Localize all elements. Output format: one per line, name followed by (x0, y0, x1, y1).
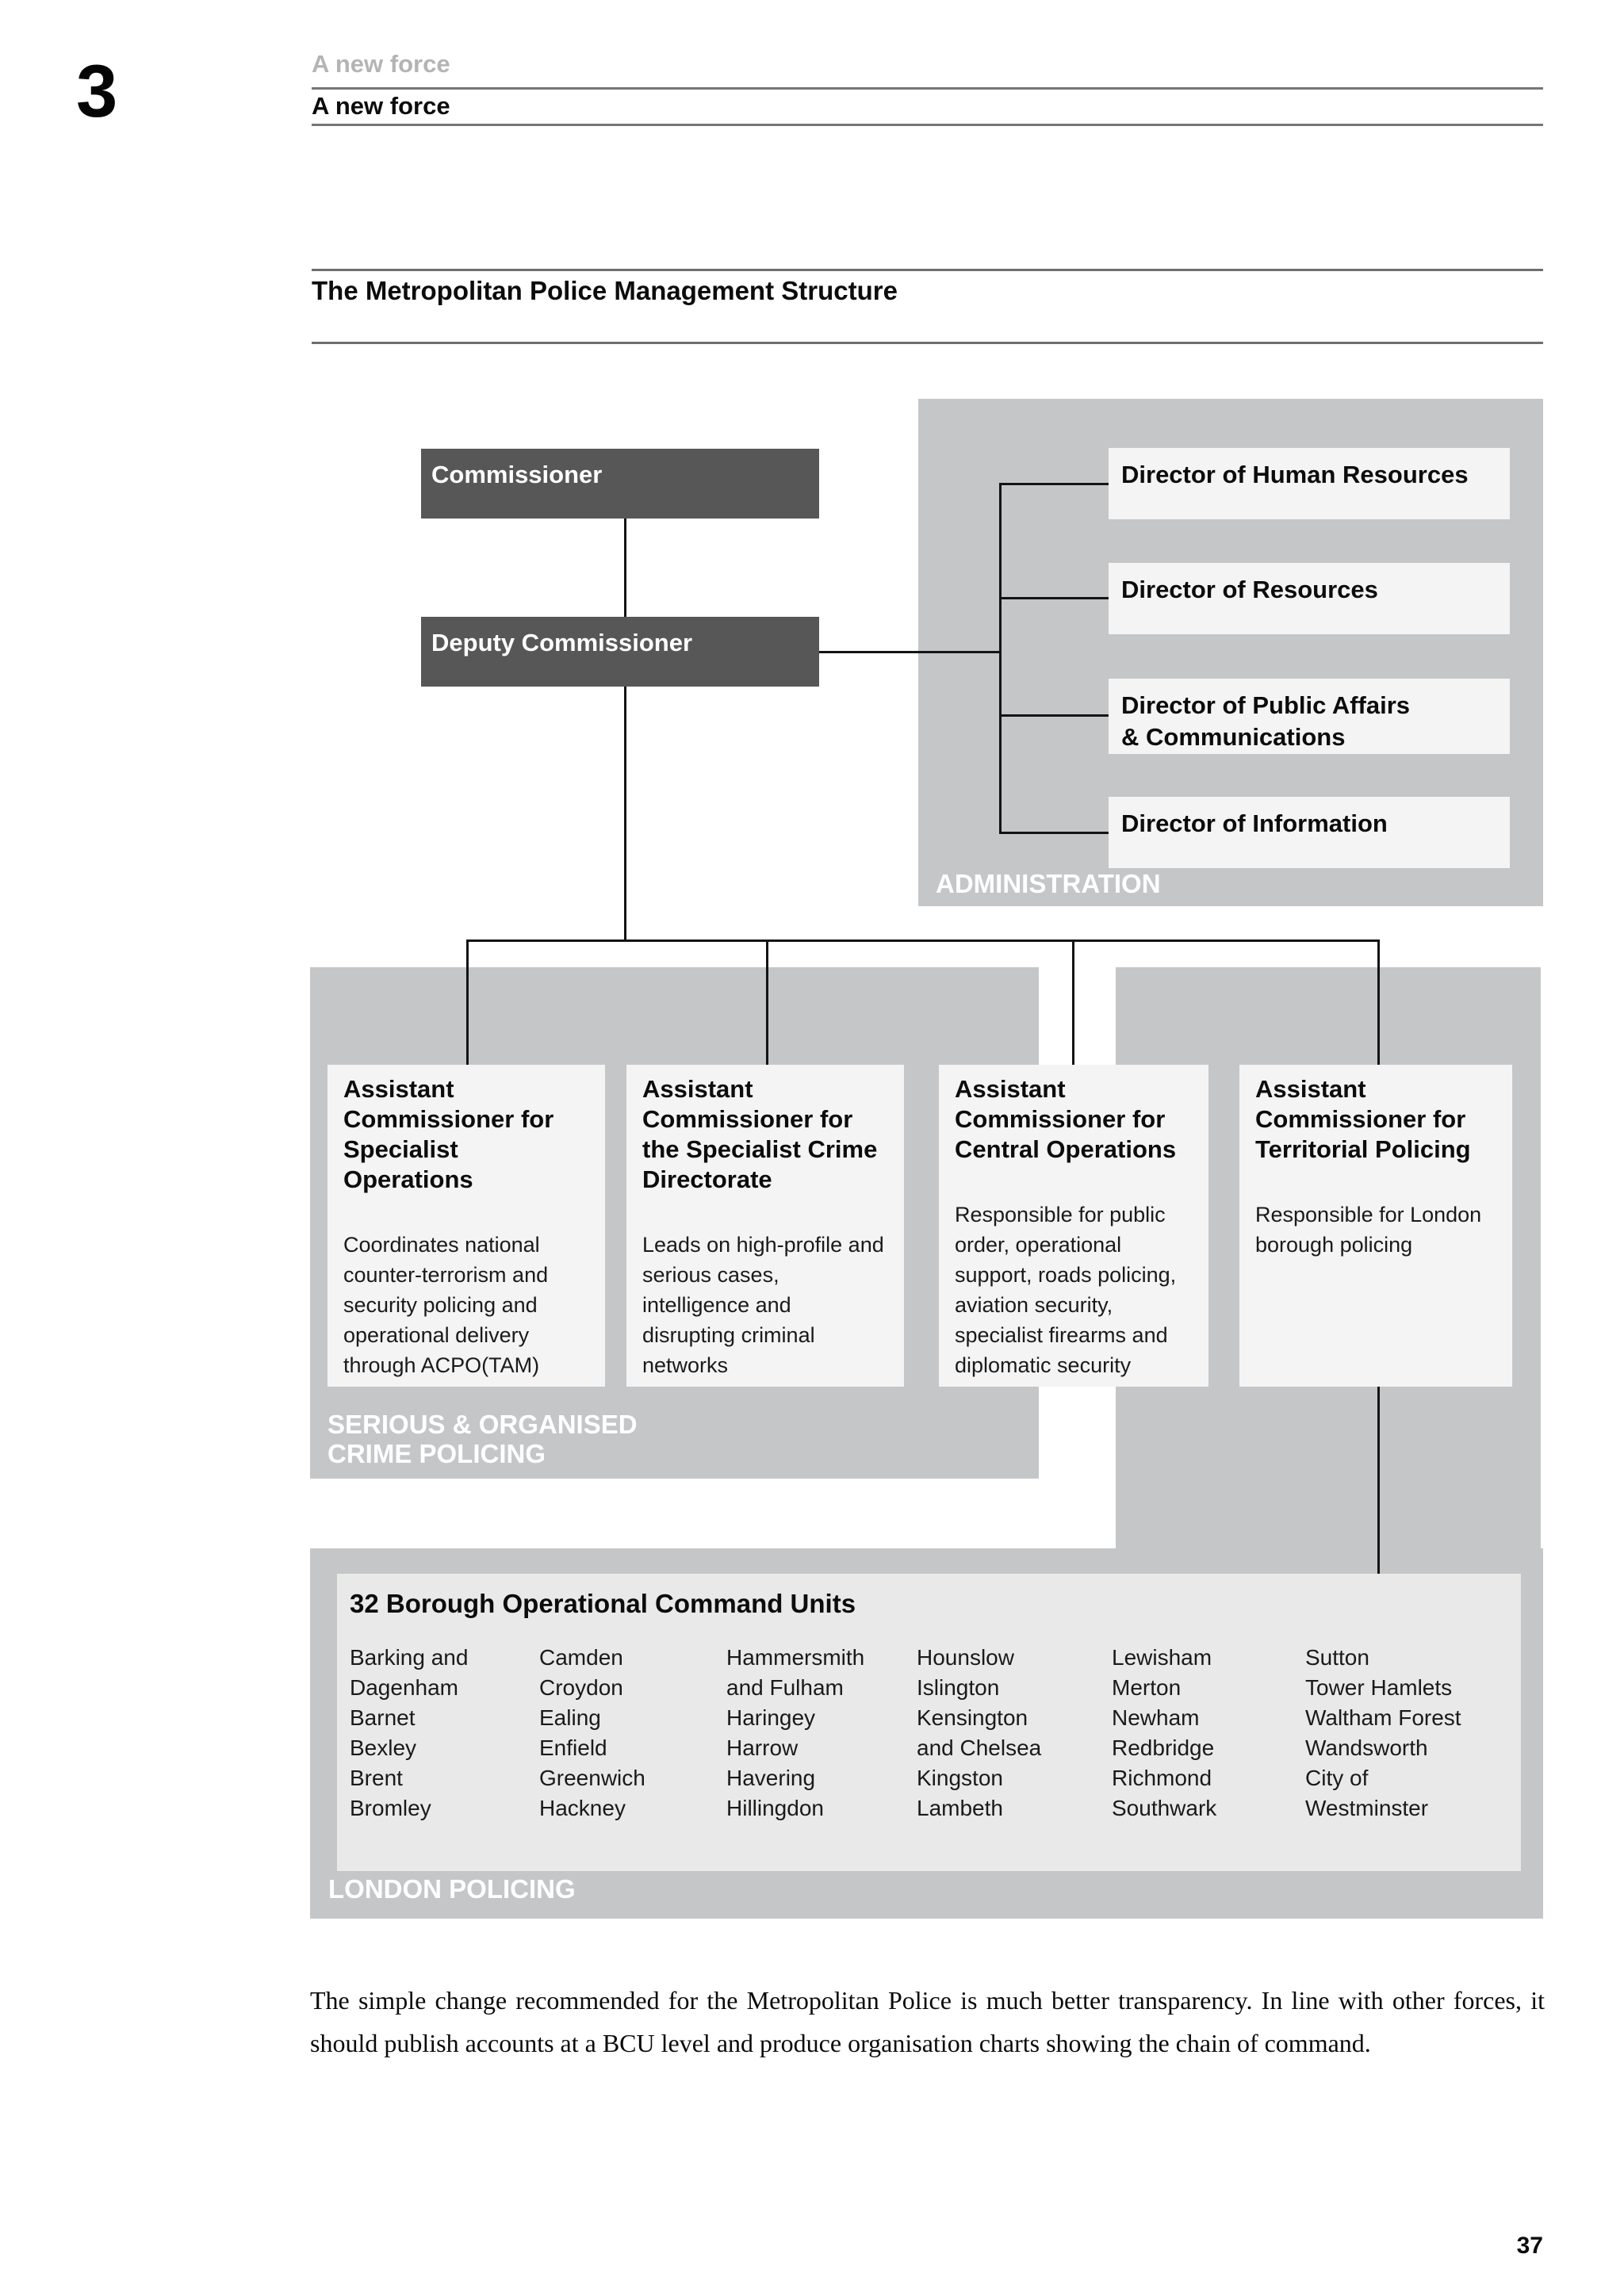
connector-ac4-boroughs (1377, 1387, 1380, 1574)
node-description: Responsible for London borough policing (1255, 1203, 1482, 1257)
connector-branch-horizontal (466, 939, 1380, 942)
node-description: Leads on high-profile and serious cases,… (642, 1233, 884, 1377)
borough-column-3: Hammersmith and Fulham Haringey Harrow H… (726, 1645, 865, 1820)
node-title: Assistant Commissioner for Specialist Op… (343, 1075, 554, 1193)
connector-drop-ac4 (1377, 939, 1380, 1065)
borough-column-4: Hounslow Islington Kensington and Chelse… (917, 1645, 1042, 1820)
running-header-light: A new force (312, 50, 450, 78)
node-director-resources: Director of Resources (1109, 563, 1510, 634)
connector-deputy-administration (819, 651, 1002, 653)
node-director-public-affairs: Director of Public Affairs & Communicati… (1109, 679, 1510, 754)
node-title: Assistant Commissioner for Central Opera… (955, 1075, 1177, 1163)
node-title: Assistant Commissioner for the Specialis… (642, 1075, 878, 1193)
title-rule-bottom (312, 342, 1543, 344)
london-policing-group-label: LONDON POLICING (328, 1874, 576, 1904)
connector-drop-ac2 (766, 939, 768, 1065)
page-number: 37 (1516, 2233, 1543, 2259)
borough-column-5: Lewisham Merton Newham Redbridge Richmon… (1112, 1645, 1217, 1820)
borough-column-6: Sutton Tower Hamlets Waltham Forest Wand… (1305, 1645, 1461, 1820)
node-director-information: Director of Information (1109, 797, 1510, 868)
connector-stub-director-hr (999, 483, 1109, 485)
connector-administration-vertical (999, 483, 1002, 834)
borough-units-title: 32 Borough Operational Command Units (350, 1589, 856, 1618)
connector-drop-ac1 (466, 939, 469, 1065)
connector-deputy-branch (624, 687, 626, 942)
administration-group-label: ADMINISTRATION (936, 869, 1161, 898)
node-description: Coordinates national counter-terrorism a… (343, 1233, 549, 1377)
header-rule-top (312, 87, 1543, 90)
node-title: Assistant Commissioner for Territorial P… (1255, 1075, 1471, 1163)
running-header-bold: A new force (312, 92, 450, 120)
connector-commissioner-deputy (624, 519, 626, 617)
borough-column-1: Barking and Dagenham Barnet Bexley Brent… (350, 1645, 469, 1820)
connector-stub-director-resources (999, 597, 1109, 599)
node-ac-specialist-crime: Assistant Commissioner for the Specialis… (626, 1065, 904, 1387)
diagram-title: The Metropolitan Police Management Struc… (312, 276, 898, 305)
borough-column-2: Camden Croydon Ealing Enfield Greenwich … (539, 1645, 645, 1820)
connector-drop-ac3 (1072, 939, 1074, 1065)
chapter-number: 3 (76, 49, 118, 132)
node-deputy-commissioner: Deputy Commissioner (421, 617, 819, 687)
serious-organised-group-label: SERIOUS & ORGANISED CRIME POLICING (327, 1410, 638, 1468)
node-ac-territorial-policing: Assistant Commissioner for Territorial P… (1239, 1065, 1512, 1387)
connector-stub-director-information (999, 832, 1109, 834)
header-rule-bottom (312, 124, 1543, 126)
node-ac-specialist-operations: Assistant Commissioner for Specialist Op… (327, 1065, 605, 1387)
title-rule-top (312, 269, 1543, 271)
node-description: Responsible for public order, operationa… (955, 1203, 1177, 1377)
borough-units-box (337, 1574, 1521, 1871)
node-director-human-resources: Director of Human Resources (1109, 448, 1510, 519)
body-paragraph: The simple change recommended for the Me… (310, 1986, 1545, 2057)
node-ac-central-operations: Assistant Commissioner for Central Opera… (939, 1065, 1208, 1387)
connector-stub-director-public-affairs (999, 714, 1109, 717)
node-commissioner: Commissioner (421, 449, 819, 519)
